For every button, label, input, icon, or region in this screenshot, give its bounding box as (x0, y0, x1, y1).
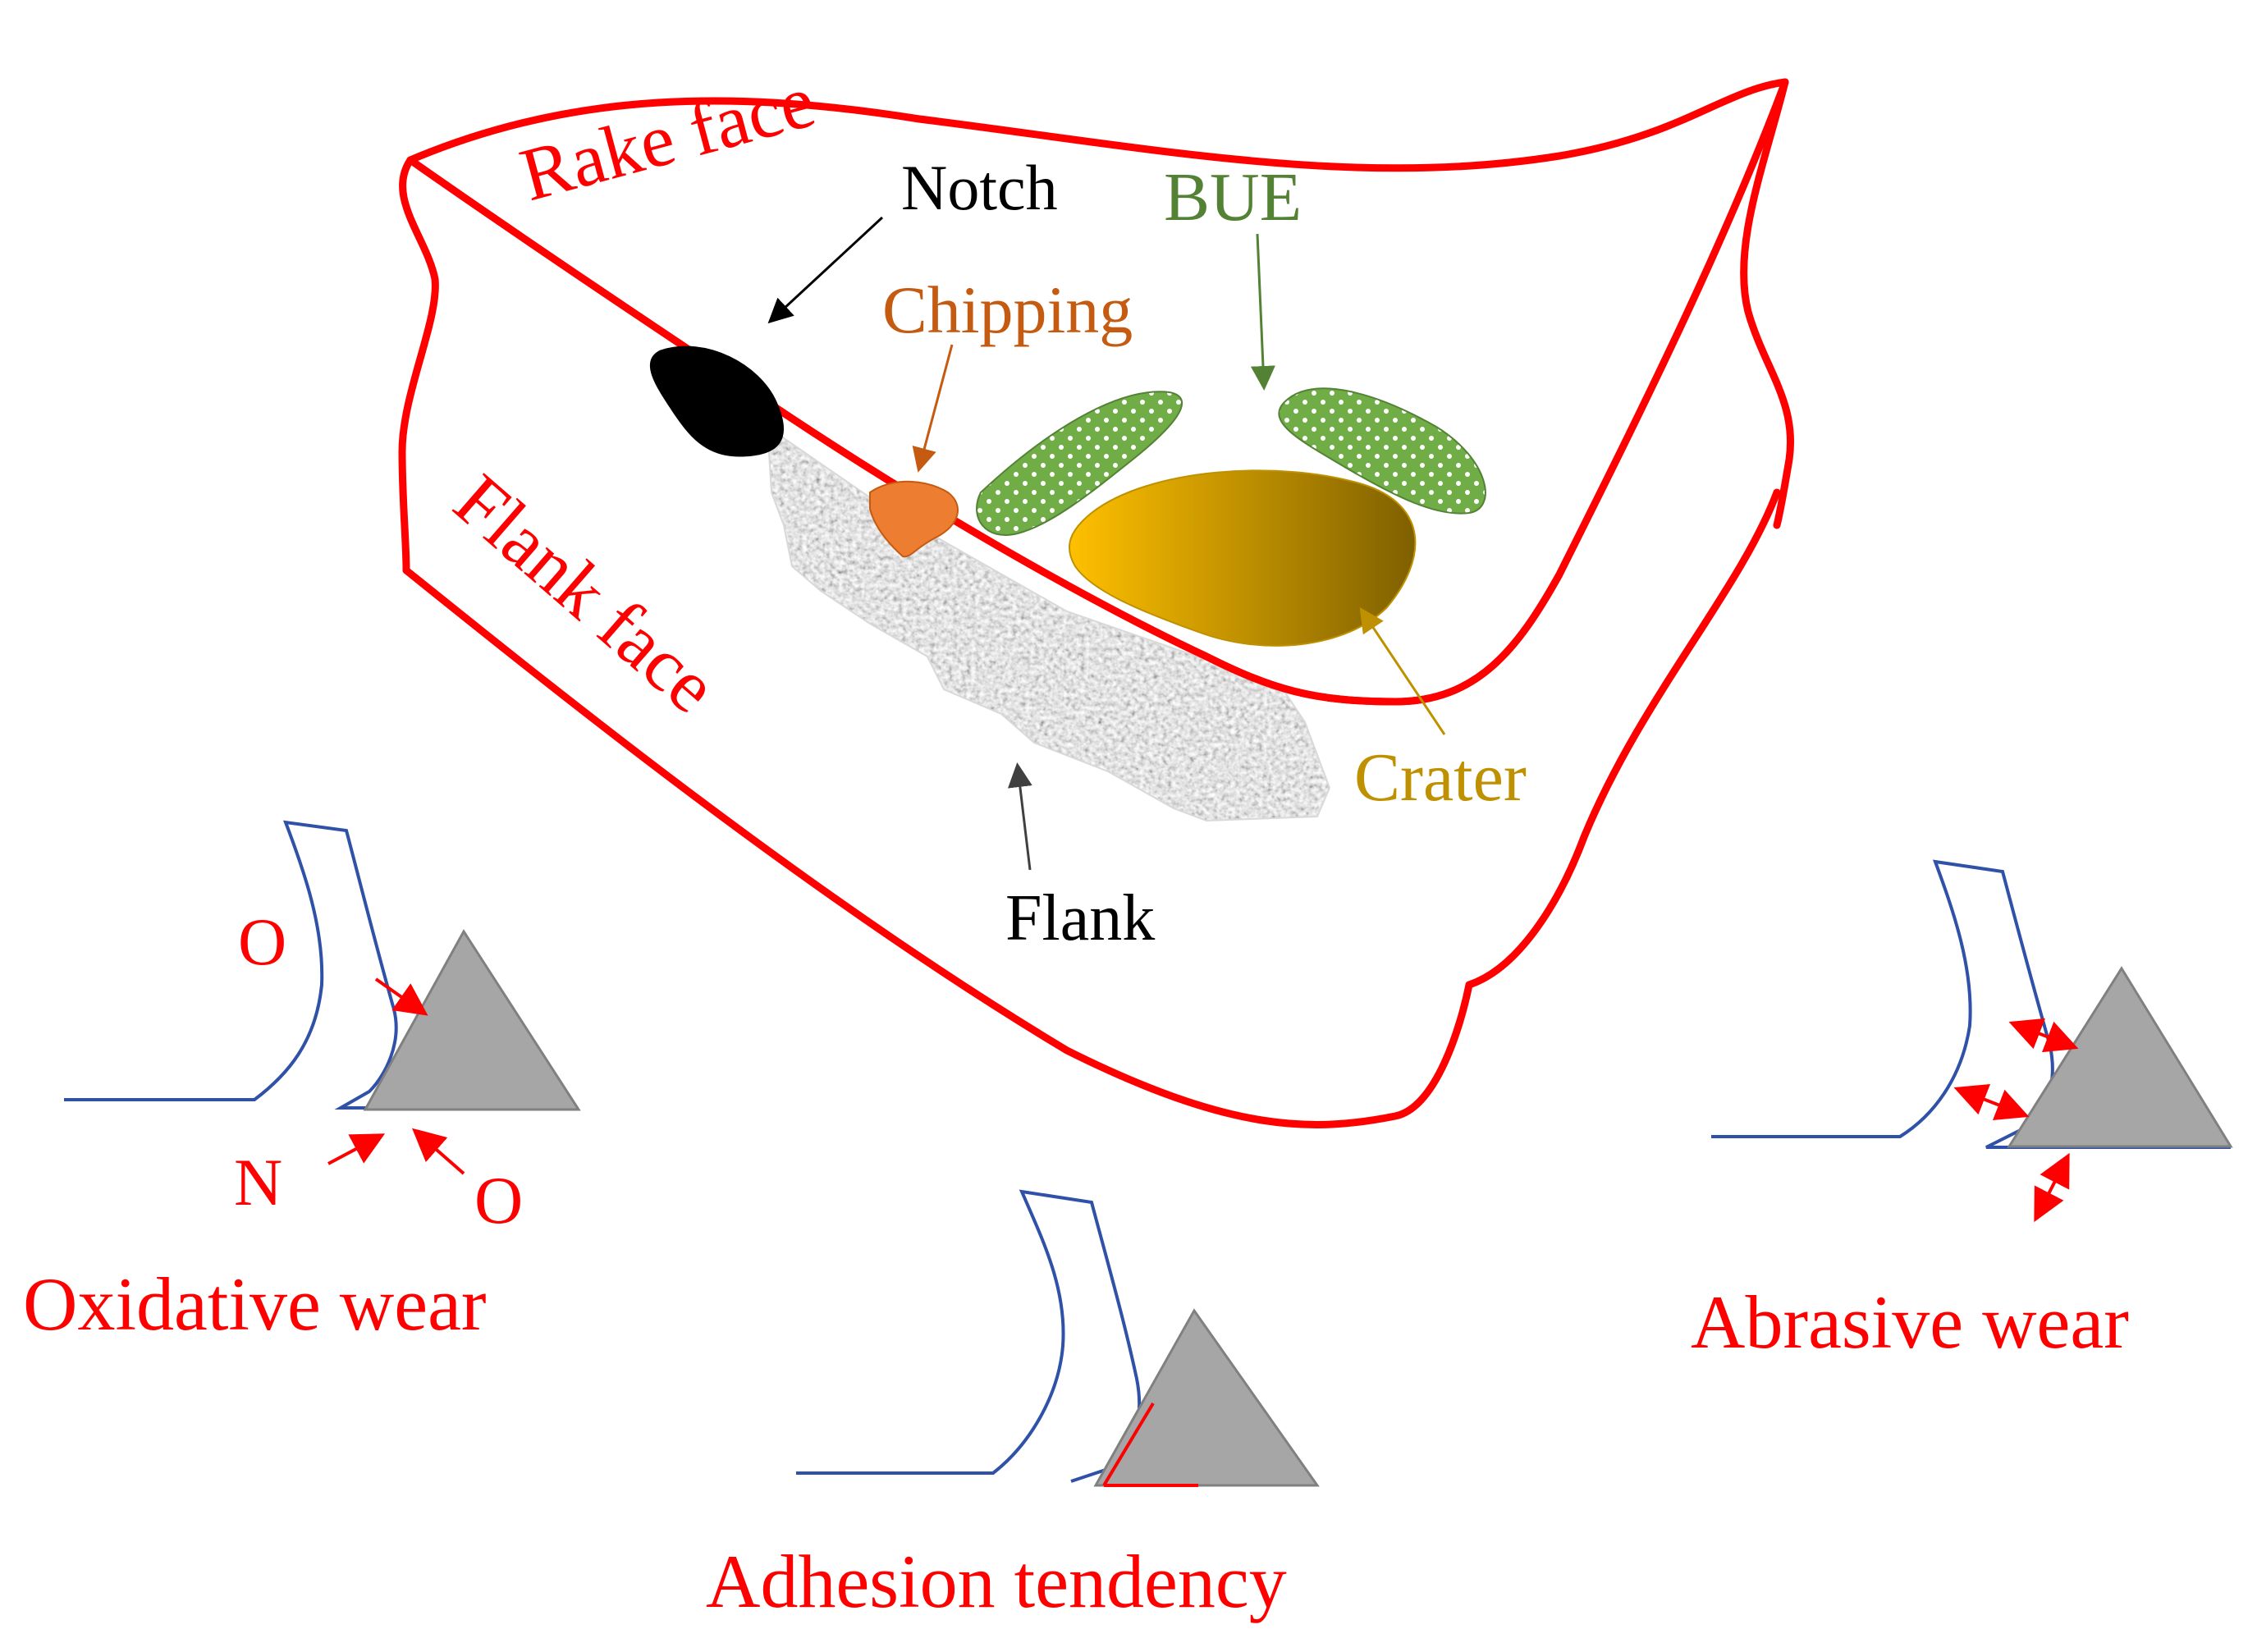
bue-right-shape (1278, 387, 1486, 515)
adhesion-grain-triangle (1093, 1308, 1320, 1487)
abrasive-arrow-upper (2008, 1018, 2079, 1053)
flank-bottom-edge (402, 566, 1473, 1128)
oxidative-arrow-n (327, 1133, 386, 1165)
oxidative-o-top: O (238, 904, 286, 979)
crater-label: Crater (1354, 739, 1527, 816)
notch-shape (649, 346, 784, 457)
chipping-label: Chipping (882, 272, 1133, 347)
oxidative-chip-outline (64, 820, 575, 1110)
cutting-edge-overlay (408, 157, 1563, 706)
oxidative-n-label: N (234, 1145, 282, 1220)
adhesion-panel: Adhesion tendency (706, 1189, 1320, 1623)
bue-label: BUE (1164, 159, 1302, 236)
flank-arrow (1007, 762, 1032, 871)
adhesion-title: Adhesion tendency (706, 1540, 1287, 1623)
chipping-shape (869, 480, 959, 558)
notch-label: Notch (901, 152, 1058, 223)
abrasive-wear-title: Abrasive wear (1691, 1280, 2129, 1364)
crater-shape (1068, 469, 1417, 647)
flank-face-label: Flank face (439, 458, 733, 729)
bue-arrow (1250, 233, 1275, 391)
oxidative-arrow-o-bottom (411, 1128, 465, 1175)
oxidative-wear-panel: O N O Oxidative wear (23, 820, 581, 1346)
abrasive-panel: Abrasive wear (1691, 859, 2233, 1364)
oxidative-o-bottom: O (474, 1163, 523, 1238)
flank-label: Flank (1005, 882, 1155, 954)
abrasive-arrow-lower (2034, 1152, 2070, 1223)
tool-left-side (398, 156, 439, 574)
chipping-arrow (912, 344, 954, 473)
crater-arrow (1359, 607, 1446, 735)
rake-face-label: Rake face (512, 58, 823, 217)
tool-right-side (1740, 78, 1794, 529)
oxidative-arrow-o-top (374, 977, 428, 1016)
rake-face-top-edge (406, 78, 1789, 172)
oxidative-grain-triangle (363, 929, 581, 1111)
bue-left-shape (976, 391, 1183, 536)
adhesion-layer (1102, 1402, 1198, 1487)
notch-arrow (767, 216, 884, 324)
oxidative-wear-title: Oxidative wear (23, 1262, 487, 1346)
abrasive-arrow-middle (1953, 1083, 2030, 1121)
adhesion-chip-outline (796, 1189, 1141, 1483)
tool-lower-right-side (1465, 488, 1781, 989)
abrasive-grain-triangle (2007, 966, 2233, 1148)
